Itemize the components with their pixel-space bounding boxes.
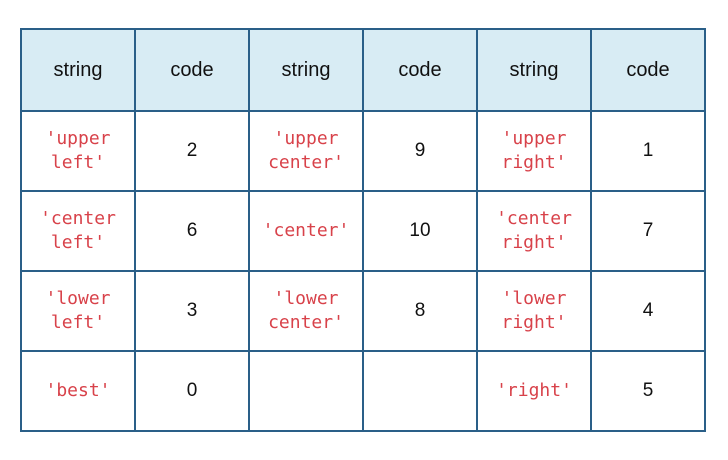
string-cell: 'center right' — [476, 190, 592, 272]
table-row: 'best' 0 'right' 5 — [20, 350, 706, 432]
header-row: string code string code string code — [20, 28, 706, 112]
code-cell: 2 — [134, 110, 250, 192]
string-cell: 'lower right' — [476, 270, 592, 352]
legend-location-table-container: string code string code string code 'upp… — [20, 28, 706, 432]
code-cell-empty — [362, 350, 478, 432]
code-cell: 1 — [590, 110, 706, 192]
string-cell: 'best' — [20, 350, 136, 432]
table-row: 'center left' 6 'center' 10 'center righ… — [20, 190, 706, 272]
table-row: 'upper left' 2 'upper center' 9 'upper r… — [20, 110, 706, 192]
string-cell: 'lower left' — [20, 270, 136, 352]
header-string: string — [20, 28, 136, 112]
code-cell: 7 — [590, 190, 706, 272]
code-cell: 0 — [134, 350, 250, 432]
string-cell: 'center left' — [20, 190, 136, 272]
string-cell: 'lower center' — [248, 270, 364, 352]
code-cell: 3 — [134, 270, 250, 352]
string-cell-empty — [248, 350, 364, 432]
header-string: string — [476, 28, 592, 112]
code-cell: 9 — [362, 110, 478, 192]
string-cell: 'right' — [476, 350, 592, 432]
code-cell: 10 — [362, 190, 478, 272]
string-cell: 'center' — [248, 190, 364, 272]
legend-location-table: string code string code string code 'upp… — [20, 28, 706, 432]
string-cell: 'upper center' — [248, 110, 364, 192]
header-code: code — [362, 28, 478, 112]
table-row: 'lower left' 3 'lower center' 8 'lower r… — [20, 270, 706, 352]
code-cell: 4 — [590, 270, 706, 352]
code-cell: 8 — [362, 270, 478, 352]
header-string: string — [248, 28, 364, 112]
string-cell: 'upper right' — [476, 110, 592, 192]
header-code: code — [590, 28, 706, 112]
string-cell: 'upper left' — [20, 110, 136, 192]
code-cell: 5 — [590, 350, 706, 432]
header-code: code — [134, 28, 250, 112]
code-cell: 6 — [134, 190, 250, 272]
